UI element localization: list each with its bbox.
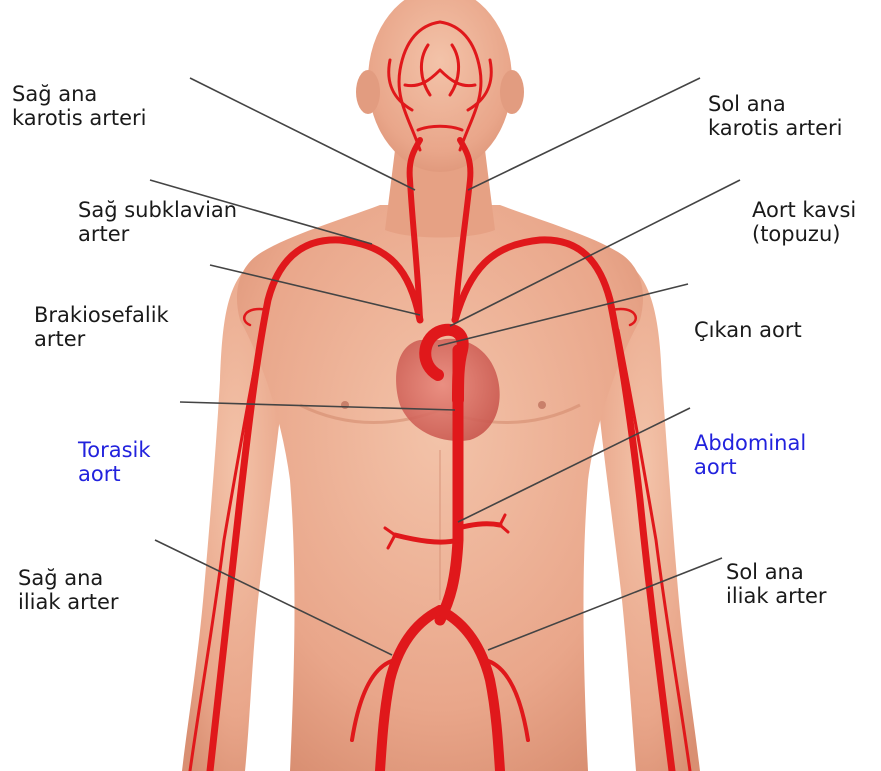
nipple-right bbox=[341, 401, 349, 409]
ear-right bbox=[356, 70, 380, 114]
ear-left bbox=[500, 70, 524, 114]
nipple-left bbox=[538, 401, 546, 409]
label-ascending-aorta: Çıkan aort bbox=[694, 270, 802, 366]
label-aortic-arch: Aort kavsi(topuzu) bbox=[752, 150, 856, 270]
